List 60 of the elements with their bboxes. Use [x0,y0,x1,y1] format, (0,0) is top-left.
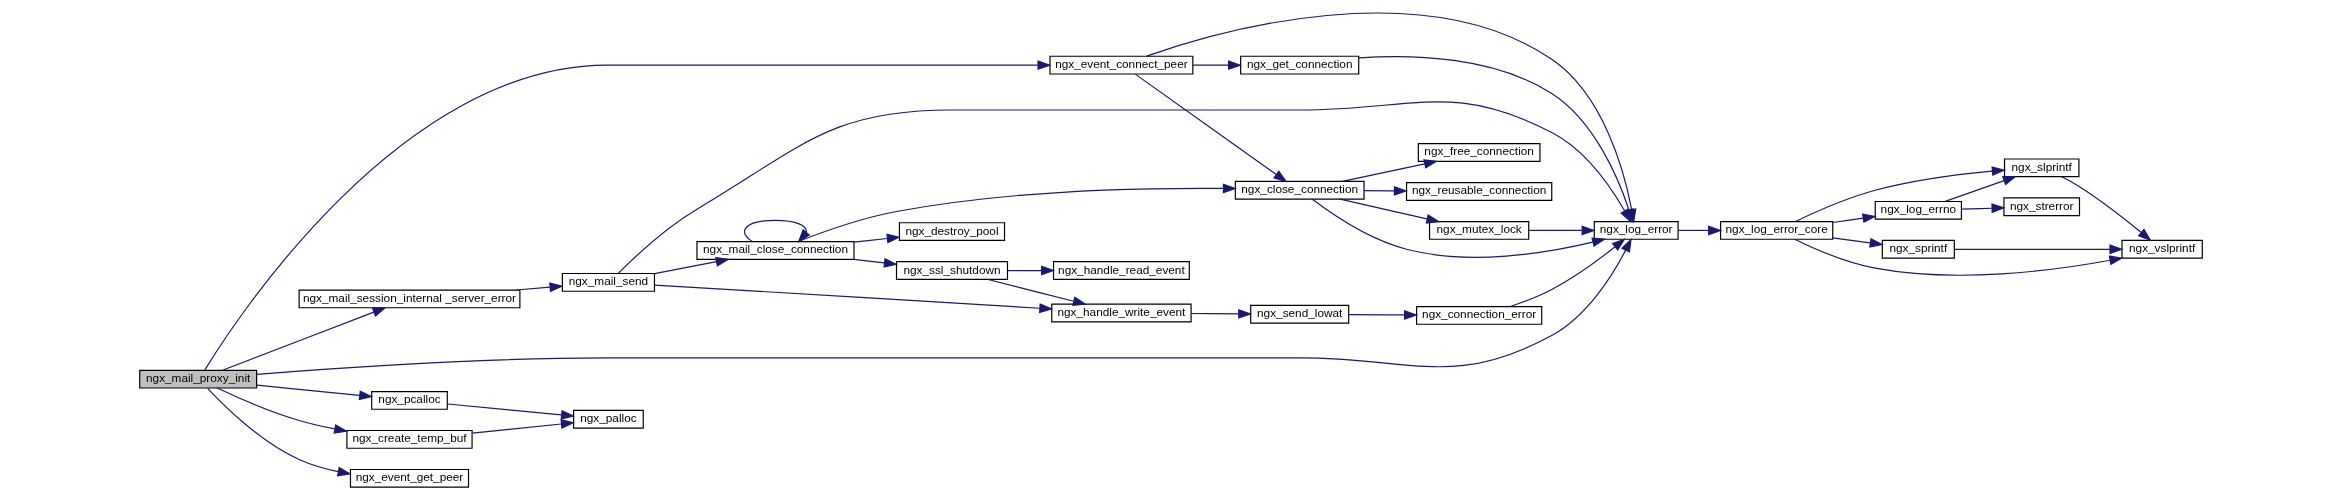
arrow [2060,176,2152,242]
arrow [255,237,1632,375]
arrow [1347,309,1418,320]
arrow [1677,225,1722,236]
arrow [1134,73,1287,183]
arrow [1190,308,1252,319]
node-box: ngx_close_connection [1234,180,1365,200]
node-box: ngx_event_get_peer [349,468,469,488]
arrow [987,278,1087,306]
node-box: ngx_log_error_core [1719,220,1833,240]
node-box: ngx_reusable_connection [1405,182,1552,201]
arrow [1953,244,2124,255]
arrow [446,403,575,420]
arrow [1831,213,1877,224]
arrow [1363,185,1408,196]
node-box: ngx_free_connection [1417,143,1541,162]
node-box: ngx_ssl_shutdown [895,261,1008,280]
arrow [1509,238,1626,308]
arrow [1192,60,1242,71]
arrow [852,257,898,268]
arrow [1831,237,1884,248]
node-box: ngx_send_lowat [1249,304,1349,324]
arrow [471,419,575,434]
arrow [1339,198,1440,224]
node-box: ngx_slprintf [2003,158,2079,178]
arrow [221,307,387,371]
node-box: ngx_sprintf [1881,239,1955,259]
arrow [515,282,564,293]
arrow [1960,203,2006,214]
node-box: ngx_handle_read_event [1052,261,1190,280]
node-box: ngx_mail_session_internal _server_error [298,289,520,309]
node-box: ngx_mutex_lock [1428,220,1529,240]
arrow [255,384,373,401]
node-box: ngx_mail_close_connection [695,241,855,260]
arrow [1527,225,1596,236]
node-box: ngx_create_temp_buf [345,429,473,449]
arrow [653,256,730,275]
node-box: ngx_mail_proxy_init [138,369,257,389]
node-box: ngx_event_connect_peer [1048,55,1193,75]
node-box: ngx_connection_error [1415,305,1542,325]
arrow [743,219,810,243]
arrow [1341,159,1438,182]
node-box: ngx_log_error [1593,220,1679,240]
arrow [216,387,348,434]
node-box: ngx_get_connection [1239,55,1359,75]
arrow [206,387,352,477]
node-box: ngx_vslprintf [2120,239,2203,259]
node-box: ngx_handle_write_event [1050,303,1192,323]
node-box: ngx_destroy_pool [898,222,1005,242]
node-box: ngx_strerror [2002,197,2080,217]
arrow [1006,265,1055,276]
node-box: ngx_pcalloc [370,391,448,410]
arrow [1311,198,1606,258]
node-box: ngx_mail_send [561,272,655,292]
arrow [852,233,901,244]
arrow [653,284,1053,314]
node-box: ngx_palloc [572,409,644,429]
arrow [1944,176,2017,202]
arrow [203,60,1052,371]
node-box: ngx_log_errno [1874,200,1962,220]
